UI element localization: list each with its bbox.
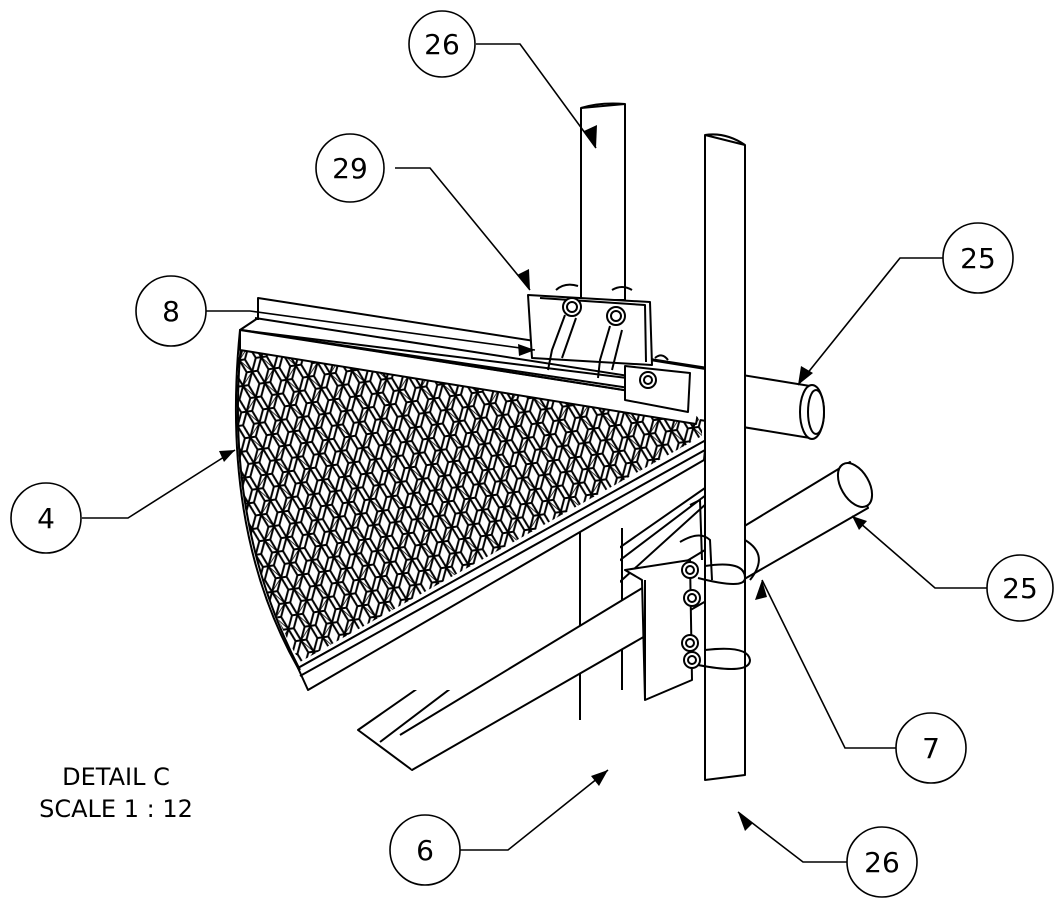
callout-29: 29 (332, 152, 368, 185)
balloon-25-top-circle (942, 222, 1014, 294)
balloon-26-bottom-circle (846, 826, 918, 898)
balloon-25-mid-circle (986, 554, 1054, 622)
callout-25-top: 25 (960, 242, 996, 275)
detail-title: DETAIL C (62, 763, 170, 791)
callout-4: 4 (37, 502, 55, 535)
balloon-7-circle (895, 712, 967, 784)
callout-6: 6 (416, 834, 434, 867)
balloon-8-circle (135, 275, 207, 347)
balloon-6-circle (389, 814, 461, 886)
main-vertical-pipe (704, 133, 746, 781)
leader-lines (82, 43, 988, 863)
arrowheads (219, 125, 867, 831)
balloon-26-top-circle (408, 10, 476, 78)
detail-label: DETAIL C SCALE 1 : 12 (39, 763, 193, 823)
assembly-geometry (234, 102, 874, 781)
balloon-29-circle (315, 133, 385, 203)
callout-8: 8 (162, 295, 180, 328)
upper-angle-rail (239, 297, 709, 425)
lower-clamp (624, 499, 760, 701)
callout-7: 7 (922, 732, 940, 765)
balloon-circles (10, 10, 1054, 898)
callout-26-bottom: 26 (864, 846, 900, 879)
balloon-labels: 26 29 8 25 4 25 7 6 26 (37, 28, 1038, 879)
callout-25-mid: 25 (1002, 572, 1038, 605)
lower-pipe (399, 461, 874, 771)
upper-clamp (527, 283, 691, 413)
balloon-4-circle (10, 482, 82, 554)
detail-scale: SCALE 1 : 12 (39, 795, 193, 823)
callout-26-top: 26 (424, 28, 460, 61)
